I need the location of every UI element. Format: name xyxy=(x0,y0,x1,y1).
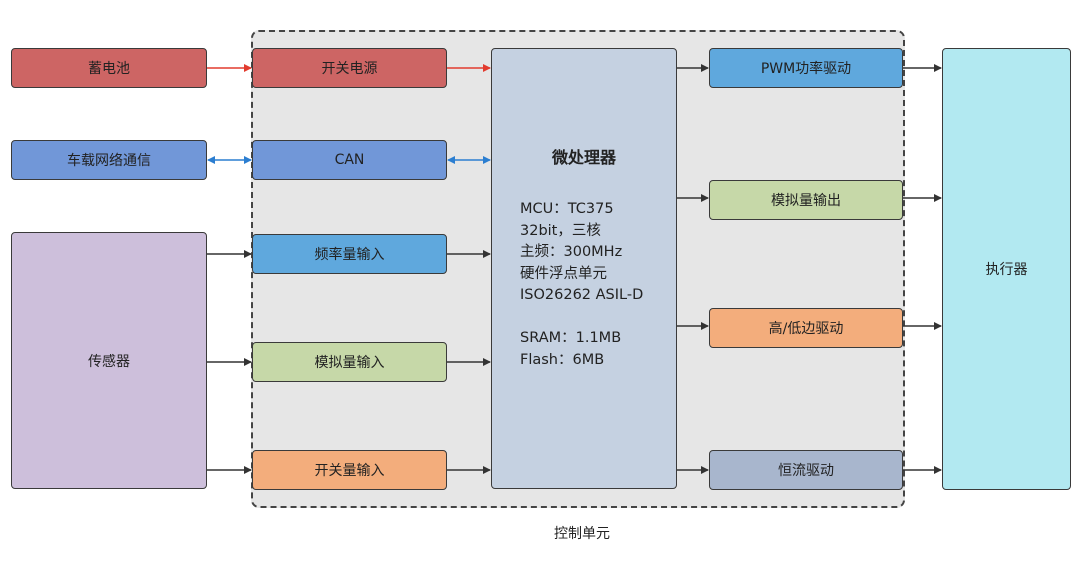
mcu-spec-line: SRAM：1.1MB xyxy=(520,330,622,346)
mcu-spec-line: Flash：6MB xyxy=(520,351,605,368)
mcu-spec-line: 32bit，三核 xyxy=(520,222,601,239)
can-network-block: 车载网络通信 xyxy=(11,140,207,180)
mcu-specs: MCU：TC375 32bit，三核 主频：300MHz 硬件浮点单元 ISO2… xyxy=(520,199,643,371)
can-block: CAN xyxy=(252,140,447,180)
analog-input-block: 模拟量输入 xyxy=(252,342,447,382)
analog-output-label: 模拟量输出 xyxy=(771,193,841,209)
mcu-spec-line: 主频：300MHz xyxy=(520,244,623,260)
battery-block: 蓄电池 xyxy=(11,48,207,88)
digital-input-label: 开关量输入 xyxy=(314,463,385,479)
freq-input-block: 频率量输入 xyxy=(252,234,447,274)
mcu-spec-line: 硬件浮点单元 xyxy=(520,265,607,282)
switch-power-block: 开关电源 xyxy=(252,48,447,88)
can-network-label: 车载网络通信 xyxy=(67,153,151,169)
pwm-drive-block: PWM功率驱动 xyxy=(709,48,903,88)
battery-label: 蓄电池 xyxy=(88,61,130,77)
analog-input-label: 模拟量输入 xyxy=(314,355,385,371)
actuator-label: 执行器 xyxy=(985,262,1028,278)
high-low-side-drive-label: 高/低边驱动 xyxy=(768,321,844,337)
switch-power-label: 开关电源 xyxy=(321,61,378,77)
mcu-spec-line: ISO26262 ASIL-D xyxy=(520,287,644,303)
analog-output-block: 模拟量输出 xyxy=(709,180,903,220)
constant-current-drive-label: 恒流驱动 xyxy=(778,463,834,479)
pwm-drive-label: PWM功率驱动 xyxy=(760,61,852,77)
high-low-side-drive-block: 高/低边驱动 xyxy=(709,308,903,348)
mcu-spec-line: MCU：TC375 xyxy=(520,201,614,217)
actuator-block: 执行器 xyxy=(942,48,1071,490)
control-unit-label: 控制单元 xyxy=(554,526,610,542)
mcu-block: 微处理器 MCU：TC375 32bit，三核 主频：300MHz 硬件浮点单元… xyxy=(491,48,677,489)
sensor-block: 传感器 xyxy=(11,232,207,489)
can-label: CAN xyxy=(334,152,365,168)
constant-current-drive-block: 恒流驱动 xyxy=(709,450,903,490)
freq-input-label: 频率量输入 xyxy=(314,247,385,263)
sensor-label: 传感器 xyxy=(88,353,130,370)
digital-input-block: 开关量输入 xyxy=(252,450,447,490)
mcu-title: 微处理器 xyxy=(551,148,616,167)
